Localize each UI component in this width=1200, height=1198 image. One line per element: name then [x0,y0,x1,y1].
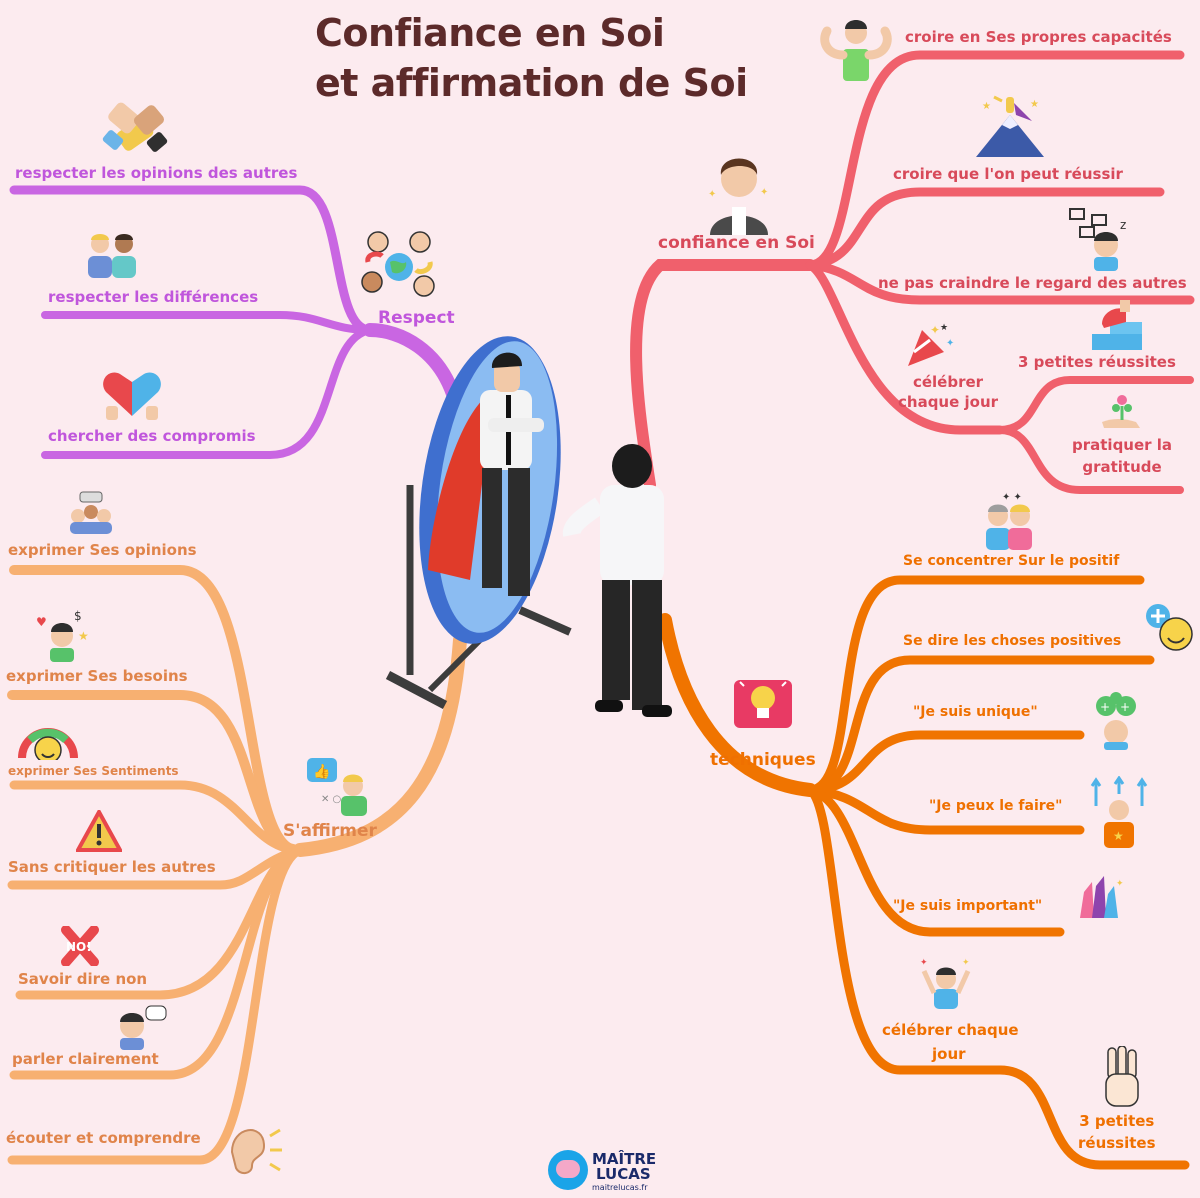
confiance-sub-hub-line-2: chaque jour [898,393,999,411]
svg-text:✦ ✦: ✦ ✦ [1002,492,1022,503]
svg-text:✦: ✦ [962,958,970,968]
respect-item-compromise: chercher des compromis [48,427,256,445]
svg-text:$: $ [74,609,82,623]
diverse-people-icon [88,234,136,278]
tech-item-peux-faire: "Je peux le faire" [929,798,1063,814]
tech-item-celebrer: célébrer chaque jour [882,1018,1019,1066]
ear-icon [230,1128,282,1174]
logo-url: maitrelucas.fr [592,1183,648,1192]
tech-item-choses-positives: Se dire les choses positives [903,633,1122,649]
gratitude-hand-icon [1102,395,1140,428]
reussites-line-1: 3 petites [1079,1112,1155,1130]
reussites-line-2: réussites [1078,1134,1156,1152]
affirmer-item-ecouter: écouter et comprendre [6,1129,201,1147]
thinking-man-icon: ✦✦ [708,158,768,235]
celebrer-line-2: jour [932,1045,966,1063]
tech-item-reussites: 3 petites réussites [1078,1110,1156,1154]
confiance-item-reussir: croire que l'on peut réussir [893,165,1123,183]
group-chat-icon [70,491,112,534]
confiance-sub-hub-line-1: célébrer [912,373,984,391]
respect-item-opinions: respecter les opinions des autres [15,164,298,182]
confiance-sub-item-gratitude: pratiquer la gratitude [1072,434,1172,478]
confiance-hub-label: confiance en Soi [658,233,815,253]
cheering-friends-icon: ✦ ✦ [986,492,1032,550]
mood-gauge-icon [18,728,78,760]
affirmer-item-besoins: exprimer Ses besoins [6,667,188,685]
svg-text:★: ★ [1113,829,1124,843]
svg-text:♥: ♥ [36,615,47,629]
handshake-icon [102,102,168,152]
tech-item-unique: "Je suis unique" [913,704,1038,720]
svg-text:★: ★ [1030,99,1039,110]
globe-people-icon [361,231,435,297]
strong-man-icon [820,20,892,81]
svg-text:✦: ✦ [920,958,928,968]
page-title: Confiance en Soi et affirmation de Soi [315,8,748,108]
affirmer-item-sentiments: exprimer Ses Sentiments [8,764,179,778]
growth-person-icon: ★ [1090,776,1148,848]
svg-text:z: z [1120,218,1126,232]
affirmer-branch [7,565,467,1165]
respect-item-differences: respecter les différences [48,288,259,306]
confiance-item-capacites: croire en Ses propres capacités [905,28,1172,46]
respect-branch [9,185,462,459]
svg-text:✦: ✦ [946,338,954,349]
party-popper-icon: ✦✦★ [908,323,954,366]
title-line-1: Confiance en Soi [315,11,665,55]
svg-text:★: ★ [78,629,89,643]
three-fingers-icon [1105,1046,1139,1107]
affirmer-item-dire-non: Savoir dire non [18,970,148,988]
affirmer-item-parler: parler clairement [12,1050,159,1068]
no-sign-icon: NO! [61,926,99,966]
gratitude-line-1: pratiquer la [1072,436,1173,454]
svg-text:👍: 👍 [313,763,330,780]
step-up-icon [1092,300,1142,350]
person-needs-icon: ♥ $ ★ [36,609,89,662]
crystals-icon: ✦ [1080,876,1124,918]
title-line-2: et affirmation de Soi [315,61,748,105]
speaking-person-icon [120,1005,167,1050]
svg-text:+: + [1100,700,1110,714]
respect-hub-label: Respect [378,308,455,328]
tech-item-important: "Je suis important" [893,898,1043,914]
lightbulb-icon [734,680,792,728]
techniques-branch [658,575,1190,1170]
svg-text:✕ ○: ✕ ○ [321,794,341,805]
techniques-hub-label: techniques [710,750,816,770]
affirmer-item-critiquer: Sans critiquer les autres [8,858,216,876]
svg-text:✦: ✦ [708,189,716,200]
celebrer-line-1: célébrer chaque [882,1021,1019,1039]
svg-text:★: ★ [982,101,991,112]
thumbs-up-chat-icon: 👍 ✕ ○ [307,758,367,816]
worried-person-icon: z [1069,208,1126,271]
logo-word-2: LUCAS [596,1165,651,1183]
heart-puzzle-icon [103,372,161,420]
confiance-sub-hub-label: célébrer chaque jour [898,372,998,412]
svg-text:✦: ✦ [760,187,768,198]
celebrating-person-icon: ✦✦ [920,958,971,1009]
smile-plus-icon [1146,604,1193,651]
brain-icon [556,1160,580,1178]
svg-text:NO!: NO! [66,940,92,954]
confiance-item-regard: ne pas craindre le regard des autres [878,274,1187,292]
affirmer-item-opinions: exprimer Ses opinions [8,541,197,559]
mountain-success-icon: ★★ [976,95,1044,157]
svg-text:+: + [1120,700,1130,714]
maitre-lucas-logo: MAÎTRE LUCAS maitrelucas.fr [548,1148,658,1196]
svg-text:✦: ✦ [1116,879,1124,889]
affirmer-hub-label: S'affirmer [283,821,377,841]
svg-text:✦: ✦ [930,323,940,337]
tech-item-positif: Se concentrer Sur le positif [903,553,1120,569]
logo-word-1: MAÎTRE [592,1150,657,1168]
gratitude-line-2: gratitude [1082,458,1162,476]
warning-icon [76,810,122,852]
confiance-sub-item-reussites: 3 petites réussites [1018,353,1176,371]
svg-text:★: ★ [940,323,948,333]
mind-plus-icon: ++ [1096,692,1136,750]
mirror-illustration [385,336,672,717]
